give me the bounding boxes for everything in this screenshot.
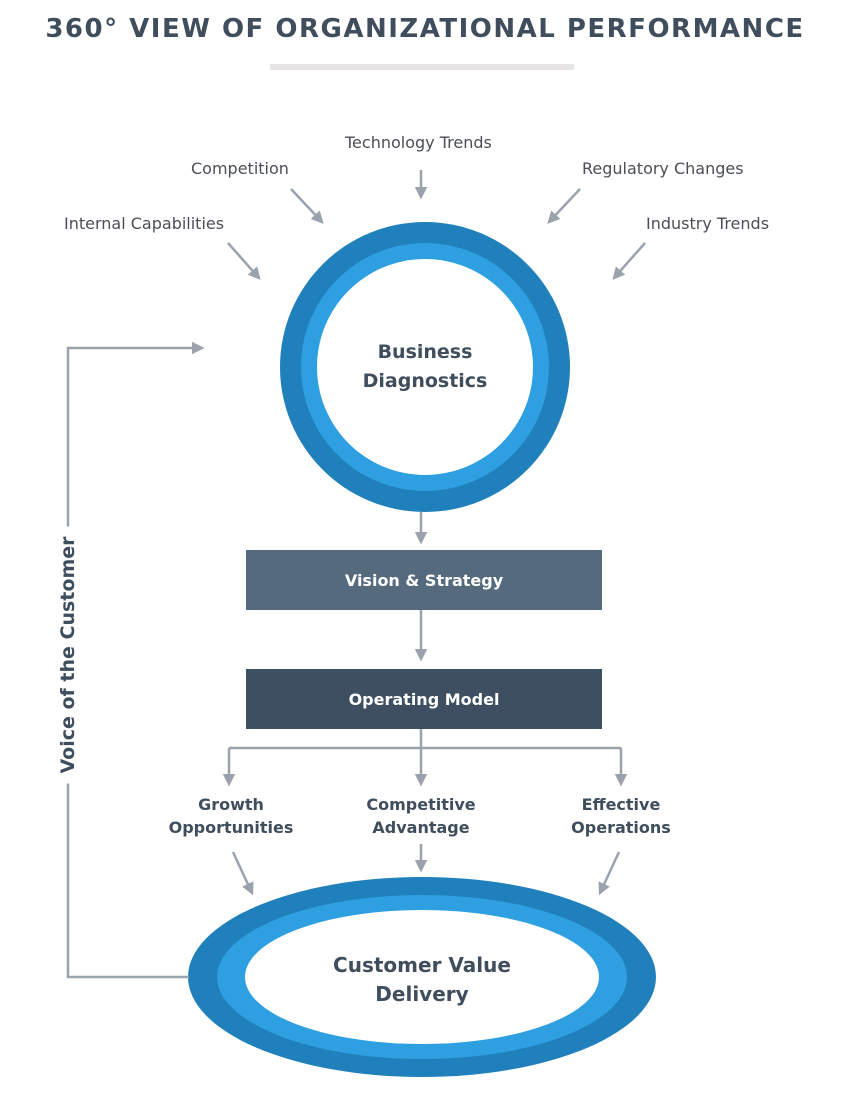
vision-strategy-label: Vision & Strategy: [344, 570, 504, 590]
customer-value-line2: Delivery: [375, 982, 469, 1006]
outcome-competitive-advantage: Competitive Advantage: [336, 793, 506, 839]
outcome-growth-line1: Growth: [198, 795, 264, 814]
business-diagnostics-core: [317, 259, 533, 475]
arrow-internal-capabilities: [227, 242, 261, 280]
vision-strategy-box: Vision & Strategy: [246, 550, 602, 610]
factor-industry-trends: Industry Trends: [646, 214, 770, 233]
outcome-competitive-line2: Advantage: [372, 818, 470, 837]
voice-of-customer-label: Voice of the Customer: [57, 526, 79, 784]
operating-model-box: Operating Model: [246, 669, 602, 729]
business-diagnostics-label: Business Diagnostics: [325, 338, 525, 396]
business-diagnostics-line1: Business: [377, 341, 473, 363]
factor-regulatory-changes: Regulatory Changes: [582, 159, 744, 178]
outcome-effective-operations: Effective Operations: [536, 793, 706, 839]
outcome-effective-line2: Operations: [571, 818, 671, 837]
outcome-growth-opportunities: Growth Opportunities: [146, 793, 316, 839]
customer-value-label: Customer Value Delivery: [292, 951, 552, 1009]
arrow-industry-trends: [612, 242, 646, 280]
operating-model-label: Operating Model: [348, 689, 500, 709]
arrow-growth-to-customer: [231, 851, 254, 896]
arrow-effective-to-customer: [598, 851, 621, 896]
factor-internal-capabilities: Internal Capabilities: [64, 214, 225, 233]
business-diagnostics-line2: Diagnostics: [362, 370, 488, 392]
outcome-effective-line1: Effective: [581, 795, 661, 814]
title-underline: [270, 64, 574, 70]
customer-value-line1: Customer Value: [333, 953, 511, 977]
outcome-growth-line2: Opportunities: [168, 818, 294, 837]
arrow-competition: [290, 188, 324, 224]
factor-technology-trends: Technology Trends: [345, 133, 492, 152]
page-title: 360° VIEW OF ORGANIZATIONAL PERFORMANCE: [45, 14, 805, 44]
voice-of-customer-loop: [66, 341, 205, 979]
arrow-regulatory-changes: [547, 188, 581, 224]
customer-value-core: [245, 910, 599, 1044]
outcome-competitive-line1: Competitive: [366, 795, 476, 814]
factor-competition: Competition: [191, 159, 289, 178]
